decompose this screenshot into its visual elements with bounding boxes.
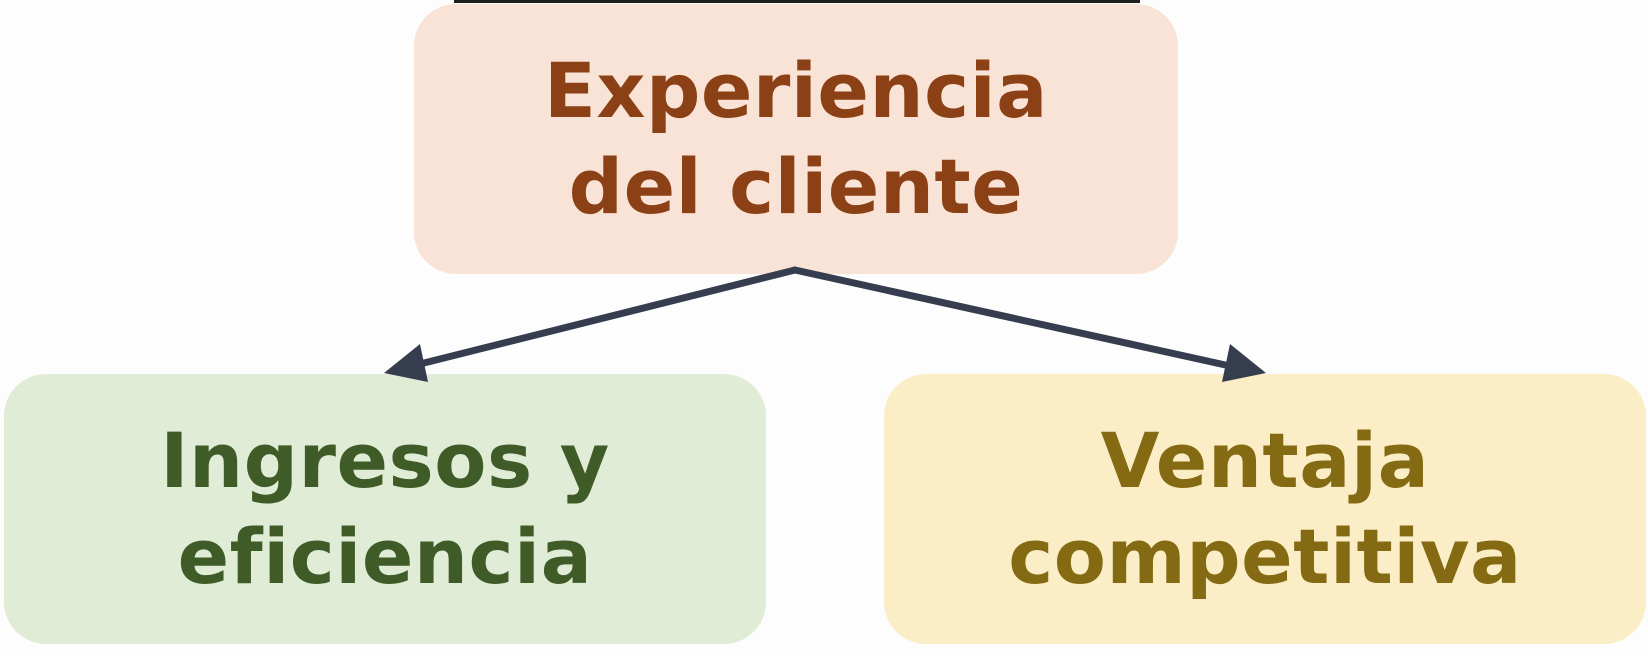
node-ventaja-competitiva: Ventaja competitiva bbox=[884, 374, 1646, 644]
node-right-line1: Ventaja bbox=[1100, 416, 1430, 505]
node-top-line1: Experiencia bbox=[544, 46, 1048, 135]
node-left-line1: Ingresos y bbox=[160, 416, 610, 505]
top-divider-line bbox=[454, 0, 1140, 3]
node-right-line2: competitiva bbox=[1008, 512, 1522, 601]
arrow-to-right-line bbox=[791, 266, 1234, 370]
arrow-to-left-line bbox=[408, 266, 799, 370]
node-left-line2: eficiencia bbox=[177, 512, 593, 601]
node-top-line2: del cliente bbox=[568, 142, 1024, 231]
node-experiencia-del-cliente: Experiencia del cliente bbox=[414, 4, 1178, 274]
node-ingresos-y-eficiencia: Ingresos y eficiencia bbox=[4, 374, 766, 644]
